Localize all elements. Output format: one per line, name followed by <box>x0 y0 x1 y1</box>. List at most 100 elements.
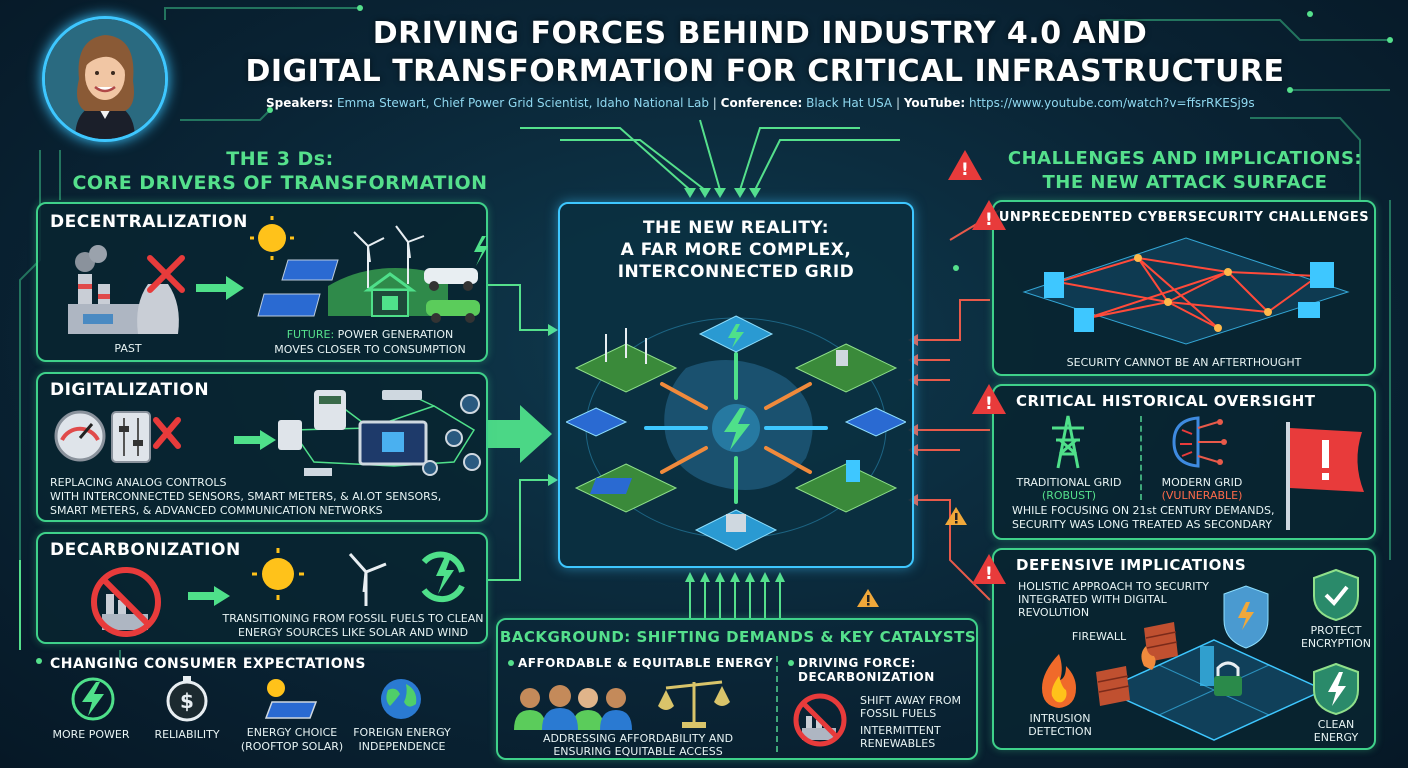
warning-icon-2 <box>972 200 1006 230</box>
house-battery-icon <box>363 272 417 317</box>
digitalization-text-1: REPLACING ANALOG CONTROLS <box>50 476 227 489</box>
green-arrow-icon-2 <box>234 430 276 450</box>
sun-icon <box>250 216 294 260</box>
future-line-1: POWER GENERATION <box>337 328 454 341</box>
digitalization-panel: DIGITALIZATION REPLACING ANALOG CONTROLS… <box>36 372 488 522</box>
firewall-icon <box>1096 622 1178 706</box>
driving-text-4: RENEWABLES <box>860 737 936 750</box>
scales-icon <box>658 680 730 728</box>
lightning-icon <box>71 677 115 721</box>
center-title-1: THE NEW REALITY: <box>642 218 830 238</box>
driving-text-1: SHIFT AWAY FROM <box>860 694 962 707</box>
decarbonization-title: DECARBONIZATION <box>50 540 241 560</box>
red-x-icon <box>147 255 185 293</box>
network-cluster <box>278 390 481 476</box>
shield-bolt-icon <box>1313 662 1359 716</box>
defensive-title: DEFENSIVE IMPLICATIONS <box>1016 556 1247 574</box>
warning-icon-small <box>945 507 967 525</box>
affordable-text-2: ENSURING EQUITABLE ACCESS <box>553 745 723 758</box>
shield-check-icon <box>1313 568 1359 622</box>
intrusion-label-1: INTRUSION <box>1029 712 1091 725</box>
flame-icon-small <box>1141 646 1156 670</box>
challenges-heading-1: CHALLENGES AND IMPLICATIONS: <box>1007 148 1363 169</box>
no-fossil-icon-2 <box>793 693 847 747</box>
rooftop-solar-icon <box>264 679 318 719</box>
oversight-text-1: WHILE FOCUSING ON 21st CENTURY DEMANDS, <box>1012 504 1275 517</box>
speaker-portrait <box>42 16 168 142</box>
renewables-cluster <box>250 216 488 323</box>
solar-panel-icon <box>257 259 339 317</box>
warning-icon <box>948 150 982 180</box>
warning-icon-small-2 <box>857 589 879 607</box>
affordable-heading: AFFORDABLE & EQUITABLE ENERGY <box>518 656 773 670</box>
consumer-heading: CHANGING CONSUMER EXPECTATIONS <box>50 656 366 672</box>
youtube-link[interactable]: https://www.youtube.com/watch?v=ffsrRKES… <box>968 96 1255 110</box>
protect-label-1: PROTECT <box>1310 624 1362 637</box>
wind-turbine-icon-2 <box>348 553 387 606</box>
driving-text-2: FOSSIL FUELS <box>860 707 937 720</box>
globe-icon <box>381 679 421 719</box>
defensive-text-1: HOLISTIC APPROACH TO SECURITY <box>1018 580 1209 593</box>
coal-plant-icon <box>68 245 179 334</box>
modern-grid-status: (VULNERABLE) <box>1161 489 1243 502</box>
consumer-item-4-line2: INDEPENDENCE <box>358 740 446 753</box>
consumer-item-1: MORE POWER <box>52 728 130 741</box>
digitalization-text-2: WITH INTERCONNECTED SENSORS, SMART METER… <box>50 490 442 503</box>
svg-text:$: $ <box>180 689 194 713</box>
background-panel: BACKGROUND: SHIFTING DEMANDS & KEY CATAL… <box>496 618 978 760</box>
oversight-title: CRITICAL HISTORICAL OVERSIGHT <box>1016 392 1316 410</box>
digitalization-text-3: SMART METERS, & ADVANCED COMMUNICATION N… <box>50 504 383 517</box>
driving-text-3: INTERMITTENT <box>860 724 941 737</box>
intrusion-label-2: DETECTION <box>1028 725 1092 738</box>
decarbonization-panel: DECARBONIZATION TRANSITIONING FROM FOSSI… <box>36 532 488 644</box>
drivers-heading-2: CORE DRIVERS OF TRANSFORMATION <box>72 172 488 194</box>
oversight-text-2: SECURITY WAS LONG TREATED AS SECONDARY <box>1012 518 1272 531</box>
stopwatch-dollar-icon: $ <box>166 676 208 722</box>
green-arrow-icon-3 <box>188 586 230 606</box>
center-title-2: A FAR MORE COMPLEX, <box>620 240 852 260</box>
gauge-icon <box>54 410 106 462</box>
future-text-1: FUTURE: POWER GENERATION <box>256 328 484 341</box>
future-prefix: FUTURE: <box>286 328 335 341</box>
flame-icon <box>1042 654 1076 708</box>
slider-control-icon <box>111 411 151 463</box>
defensive-text-2: INTEGRATED WITH DIGITAL <box>1018 593 1167 606</box>
meta-separator-2: | <box>895 96 900 110</box>
title-line-1: DRIVING FORCES BEHIND INDUSTRY 4.0 AND <box>372 16 1148 51</box>
cyber-challenges-panel: UNPRECEDENTED CYBERSECURITY CHALLENGES S… <box>992 200 1376 376</box>
meta-separator: | <box>712 96 717 110</box>
consumer-item-3-line2: (ROOFTOP SOLAR) <box>240 740 344 753</box>
consumer-item-2: RELIABILITY <box>154 728 220 741</box>
conference-label: Conference: <box>720 96 803 110</box>
youtube-label: YouTube: <box>903 96 966 110</box>
decarbonization-text-1: TRANSITIONING FROM FOSSIL FUELS TO CLEAN <box>222 612 484 625</box>
decarbonization-text-2: ENERGY SOURCES LIKE SOLAR AND WIND <box>237 626 469 639</box>
new-reality-panel: THE NEW REALITY: A FAR MORE COMPLEX, INT… <box>558 202 914 568</box>
clean-label-1: CLEAN <box>1317 718 1355 731</box>
traditional-grid-label: TRADITIONAL GRID <box>1016 476 1122 489</box>
center-title-3: INTERCONNECTED GRID <box>617 262 855 282</box>
decentralization-panel: DECENTRALIZATION PAST FUTURE: POWER GE <box>36 202 488 362</box>
driving-heading-2: DECARBONIZATION <box>798 670 935 684</box>
driving-heading-1: DRIVING FORCE: <box>798 656 916 670</box>
title-line-2: DIGITAL TRANSFORMATION FOR CRITICAL INFR… <box>245 54 1285 89</box>
challenges-heading-2: THE NEW ATTACK SURFACE <box>1042 172 1328 193</box>
people-group-icon <box>514 685 632 730</box>
analog-controls-cluster <box>54 410 181 463</box>
firewall-label: FIREWALL <box>1071 630 1127 643</box>
speakers-label: Speakers: <box>266 96 334 110</box>
clean-label-2: ENERGY <box>1313 731 1359 744</box>
past-label: PAST <box>114 342 142 355</box>
warning-icon-3 <box>972 384 1006 414</box>
modern-grid-label: MODERN GRID <box>1161 476 1243 489</box>
red-flag-icon <box>1286 422 1364 530</box>
no-fossil-icon <box>91 567 161 637</box>
clean-energy-cluster <box>252 548 465 606</box>
cyber-title: UNPRECEDENTED CYBERSECURITY CHALLENGES <box>998 210 1370 225</box>
consumer-item-4-line1: FOREIGN ENERGY <box>353 726 451 739</box>
digitalization-title: DIGITALIZATION <box>50 380 210 400</box>
conference-value: Black Hat USA <box>806 96 893 110</box>
header-meta: Speakers: Emma Stewart, Chief Power Grid… <box>266 96 1255 110</box>
transmission-tower-icon <box>1052 415 1084 469</box>
drivers-heading-1: THE 3 Ds: <box>226 148 334 170</box>
